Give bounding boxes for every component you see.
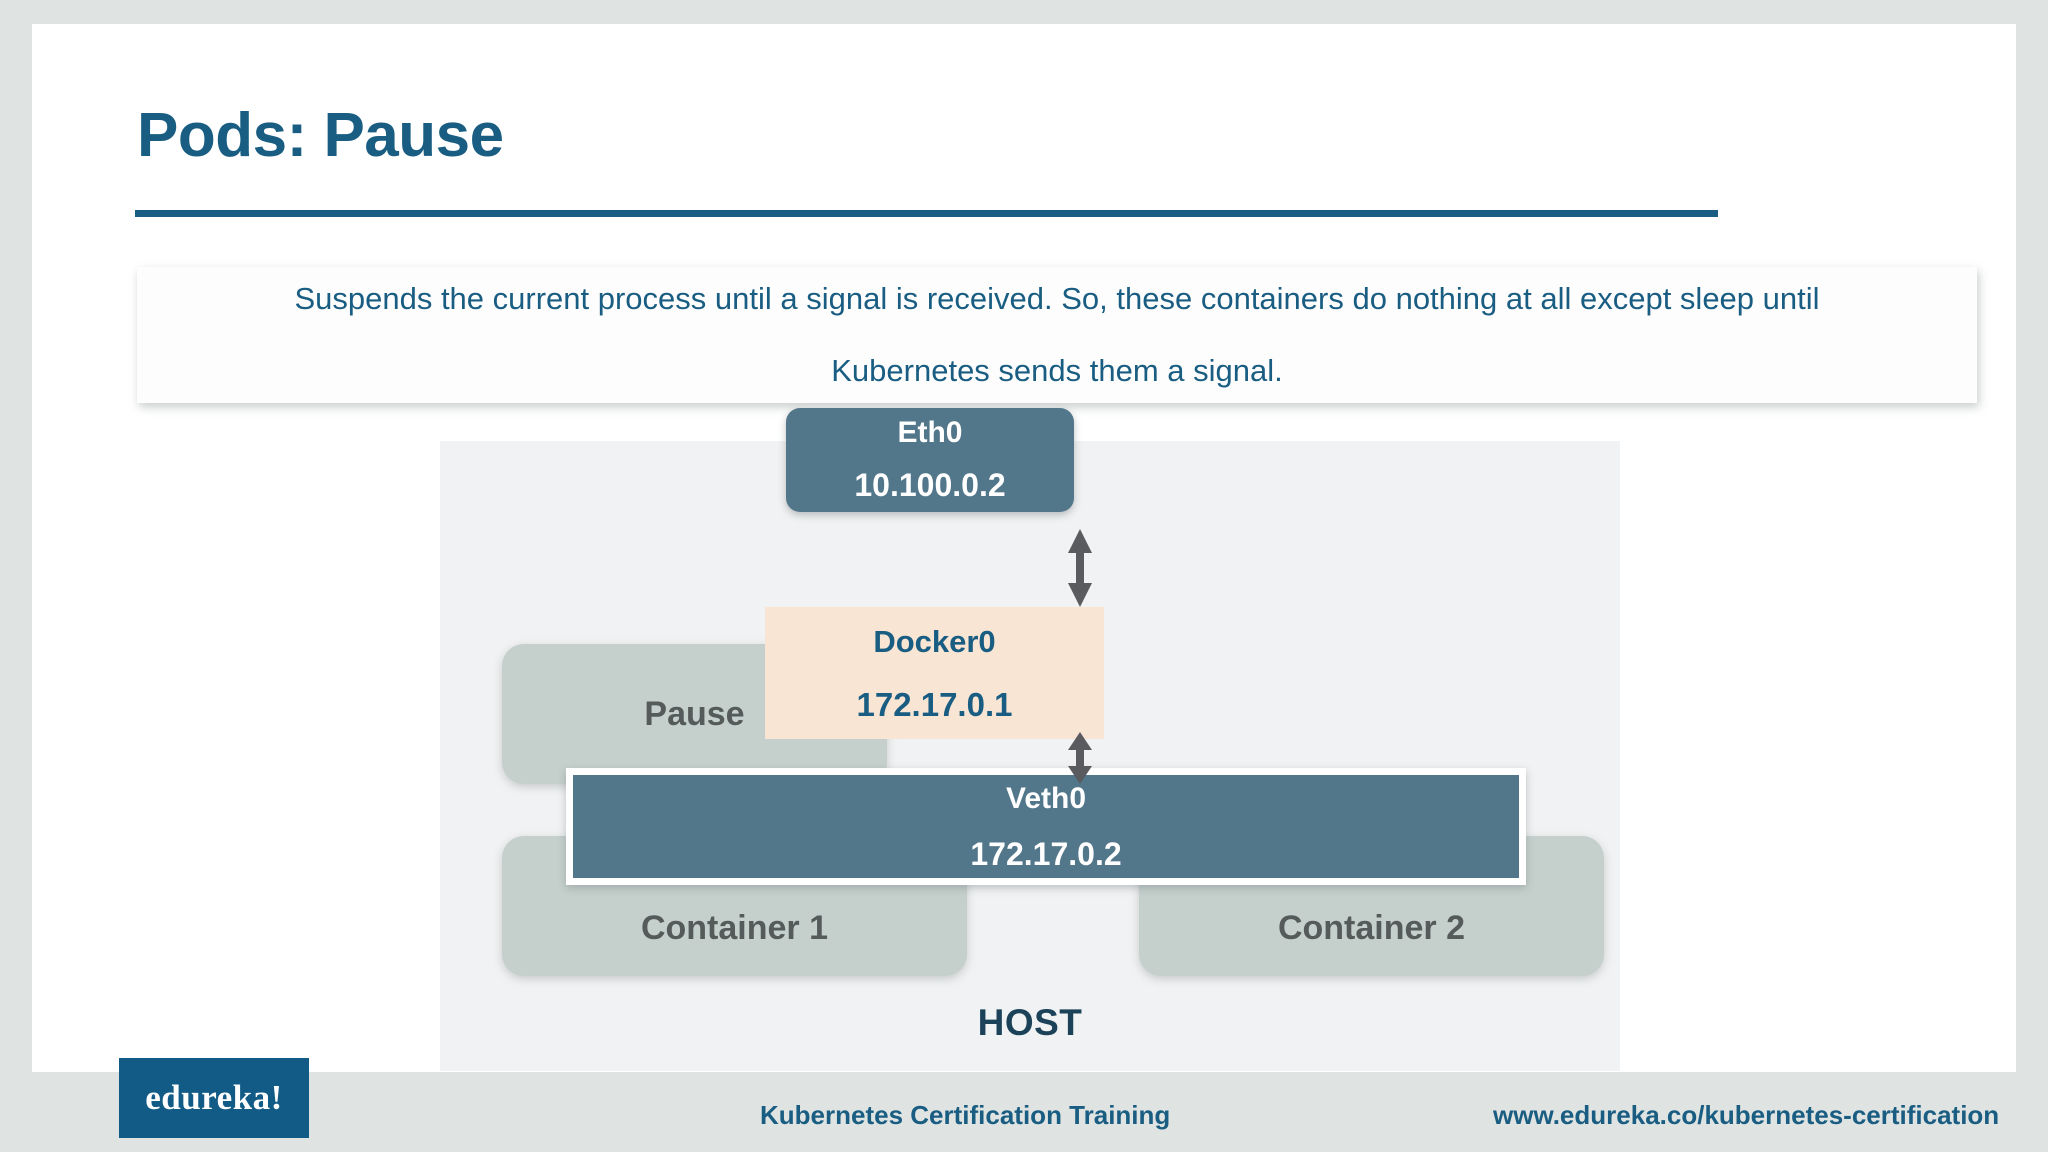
footer-course-title: Kubernetes Certification Training bbox=[760, 1100, 1171, 1130]
slide-card: Pods: Pause Suspends the current process… bbox=[32, 24, 2016, 1072]
description-card: Suspends the current process until a sig… bbox=[137, 267, 1977, 403]
node-eth0: Eth0 10.100.0.2 bbox=[786, 408, 1074, 512]
edureka-logo: edureka! bbox=[119, 1058, 309, 1138]
edureka-logo-text: edureka! bbox=[145, 1078, 283, 1117]
description-line-2: Kubernetes sends them a signal. bbox=[831, 353, 1283, 388]
node-eth0-ip: 10.100.0.2 bbox=[854, 467, 1006, 503]
node-docker0: Docker0 172.17.0.1 bbox=[765, 607, 1104, 739]
page-title: Pods: Pause bbox=[137, 101, 504, 170]
node-veth0: Veth0 172.17.0.2 bbox=[566, 768, 1526, 885]
double-arrow-icon-docker0-veth0 bbox=[1068, 732, 1092, 784]
node-container-1-label: Container 1 bbox=[640, 909, 829, 947]
title-underline-rule bbox=[135, 210, 1718, 217]
pod-network-diagram: Pause Container 1 Container 2 Docker0 17… bbox=[32, 24, 2016, 1072]
description-line-1: Suspends the current process until a sig… bbox=[294, 281, 1820, 316]
footer-url[interactable]: www.edureka.co/kubernetes-certification bbox=[1493, 1100, 2000, 1130]
footer-bar bbox=[0, 1072, 2048, 1152]
node-veth0-ip: 172.17.0.2 bbox=[970, 835, 1122, 872]
double-arrow-icon-eth0-docker0 bbox=[1068, 529, 1092, 607]
node-container-2-label: Container 2 bbox=[1277, 909, 1466, 947]
node-eth0-label: Eth0 bbox=[897, 416, 963, 449]
node-docker0-ip: 172.17.0.1 bbox=[856, 686, 1013, 723]
node-veth0-label: Veth0 bbox=[1005, 781, 1087, 815]
host-label: HOST bbox=[977, 1002, 1083, 1043]
node-pause-label: Pause bbox=[644, 694, 745, 733]
node-docker0-label: Docker0 bbox=[873, 624, 996, 659]
